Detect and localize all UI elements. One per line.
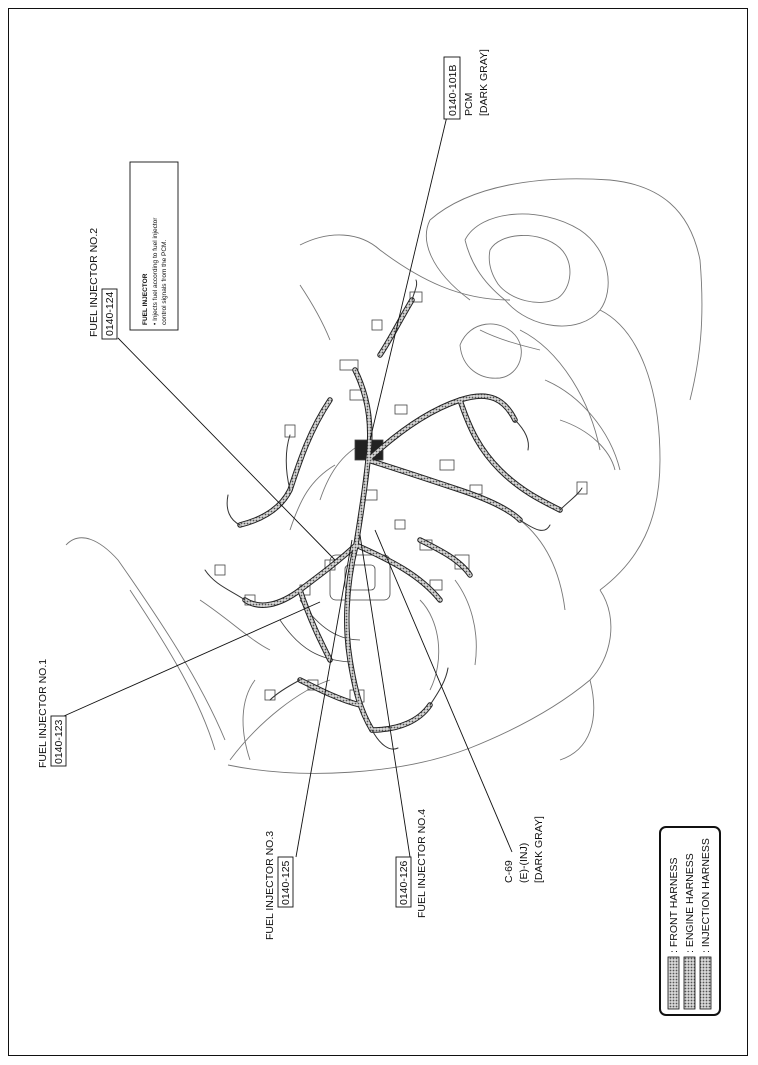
- injector-3-code: 0140-125: [280, 860, 292, 905]
- leader-inj1: [63, 601, 321, 717]
- engine-harness-swatch: [683, 956, 696, 1010]
- pcm-code: 0140-101B: [447, 65, 459, 116]
- injection-harness-swatch: [699, 956, 712, 1010]
- info-box: FUEL INJECTOR • Injects fuel according t…: [129, 161, 179, 331]
- callout-c69: C-69 (E)-(INJ) [DARK GRAY]: [503, 816, 545, 883]
- legend-item-engine-harness: : ENGINE HARNESS: [683, 853, 696, 1010]
- injector-3-title: FUEL INJECTOR NO.3: [264, 831, 276, 940]
- diagram-sheet: [8, 8, 748, 1056]
- info-box-heading: FUEL INJECTOR: [142, 273, 149, 325]
- leader-c69: [374, 529, 513, 853]
- callout-injector-4: 0140-126 FUEL INJECTOR NO.4: [395, 809, 428, 918]
- c69-circuit: (E)-(INJ): [518, 843, 530, 883]
- callout-injector-3: FUEL INJECTOR NO.3 0140-125: [264, 831, 294, 940]
- injector-4-title: FUEL INJECTOR NO.4: [416, 809, 428, 918]
- injector-2-title: FUEL INJECTOR NO.2: [88, 228, 100, 337]
- injector-2-code-box: [101, 288, 118, 340]
- c69-color: [DARK GRAY]: [533, 816, 545, 883]
- vehicle-body-outline: [65, 178, 703, 774]
- c69-id: C-69: [503, 860, 515, 883]
- pcm-code-box: [443, 56, 461, 120]
- leader-pcm: [369, 111, 449, 441]
- legend: : FRONT HARNESS : ENGINE HARNESS : INJEC…: [659, 826, 721, 1016]
- injector-1-title: FUEL INJECTOR NO.1: [37, 659, 49, 768]
- callout-injector-1: FUEL INJECTOR NO.1 0140-123: [37, 659, 67, 768]
- injection-harness-label: : INJECTION HARNESS: [700, 838, 712, 953]
- injector-1-code: 0140-123: [53, 719, 65, 764]
- wiring-harness: [204, 279, 583, 750]
- leader-inj3: [295, 539, 353, 858]
- info-box-line-2: control signals from the PCM.: [161, 240, 168, 325]
- engine-harness-label: : ENGINE HARNESS: [684, 853, 696, 953]
- injector-2-code: 0140-124: [104, 291, 116, 336]
- legend-item-injection-harness: : INJECTION HARNESS: [699, 838, 712, 1010]
- leader-inj4: [359, 534, 411, 858]
- injector-1-code-box: [50, 715, 67, 767]
- callout-injector-2: FUEL INJECTOR NO.2 0140-124: [88, 228, 118, 340]
- injector-4-code-box: [395, 856, 412, 908]
- front-harness-label: : FRONT HARNESS: [668, 858, 680, 953]
- leader-inj2: [117, 337, 336, 561]
- legend-item-front-harness: : FRONT HARNESS: [667, 858, 680, 1010]
- callout-pcm: 0140-101B PCM [DARK GRAY]: [443, 49, 490, 120]
- injector-4-code: 0140-126: [398, 860, 410, 905]
- pcm-color: [DARK GRAY]: [478, 49, 490, 116]
- front-harness-swatch: [667, 956, 680, 1010]
- info-box-line-1: • Injects fuel according to fuel injecto…: [152, 217, 159, 325]
- leader-lines: [63, 111, 513, 858]
- injector-3-code-box: [277, 856, 294, 908]
- pcm-label: PCM: [463, 93, 475, 116]
